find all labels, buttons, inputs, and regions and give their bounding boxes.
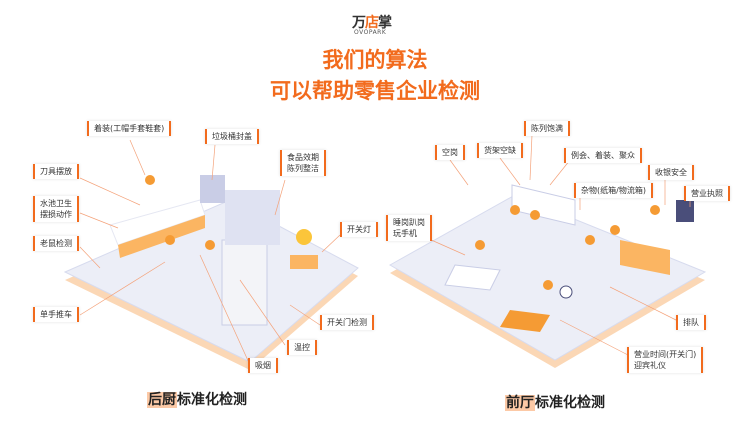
label-attire: 着装(工帽手套鞋套) xyxy=(87,121,172,136)
headline-line2: 可以帮助零售企业检测 xyxy=(270,79,480,103)
logo-cn: 万店掌 xyxy=(352,15,392,31)
front-platform xyxy=(388,194,707,361)
label-clutter: 杂物(纸箱/物流箱) xyxy=(574,183,653,198)
label-vacant-post: 空岗 xyxy=(435,145,465,160)
kitchen-title: 后厨标准化检测 xyxy=(147,392,247,408)
label-cart: 单手推车 xyxy=(33,307,79,322)
headline-line1: 我们的算法 xyxy=(322,48,428,72)
label-queue: 排队 xyxy=(676,315,706,330)
kitchen-fridge xyxy=(221,239,268,326)
label-temp: 温控 xyxy=(287,340,317,355)
light-bulb xyxy=(296,229,312,245)
people xyxy=(145,175,660,290)
license-board xyxy=(676,200,694,222)
leader-lines xyxy=(79,134,691,366)
cashier-counter xyxy=(620,240,670,275)
label-food-expiry: 食品效期 陈列整洁 xyxy=(280,150,326,176)
label-display-full: 陈列饱满 xyxy=(524,121,570,136)
logo-en: OVOPARK xyxy=(354,29,387,36)
label-meeting: 例会、着装、聚众 xyxy=(564,148,642,163)
label-light: 开关灯 xyxy=(340,222,378,237)
label-door: 开关门检测 xyxy=(320,315,374,330)
clock xyxy=(559,285,573,299)
kitchen-wall xyxy=(200,175,225,203)
label-cashier-safety: 收银安全 xyxy=(648,165,694,180)
label-license: 营业执照 xyxy=(684,186,730,201)
welcome-mat xyxy=(500,310,550,332)
front-title: 前厅标准化检测 xyxy=(505,395,605,411)
label-sleeping: 睡岗趴岗 玩手机 xyxy=(386,215,432,241)
kitchen-shelf xyxy=(225,190,280,245)
kitchen-counter-front xyxy=(118,215,205,258)
label-sink: 水池卫生 摆损动作 xyxy=(33,196,79,222)
light-stand xyxy=(290,255,318,269)
front-table xyxy=(444,264,501,291)
label-rat: 老鼠检测 xyxy=(33,236,79,251)
label-business-hours: 营业时间(开关门) 迎宾礼仪 xyxy=(627,347,704,373)
label-smoking: 吸烟 xyxy=(248,358,278,373)
label-trash-lid: 垃圾桶封盖 xyxy=(205,129,259,144)
label-knife: 刀具摆放 xyxy=(33,164,79,179)
front-shelf xyxy=(511,184,576,226)
label-shelf-empty: 货架空缺 xyxy=(477,143,523,158)
